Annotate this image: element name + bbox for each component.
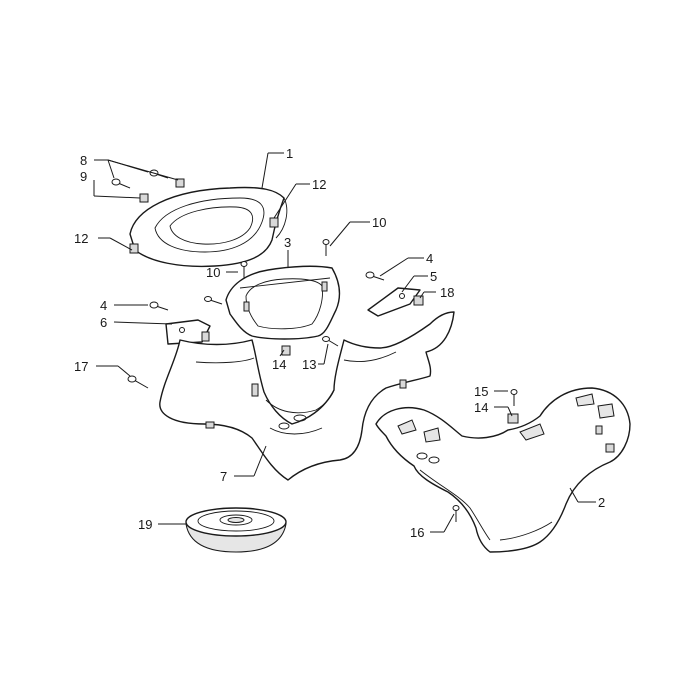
screw-15 [510, 389, 518, 406]
cover-vent-5 [519, 423, 545, 441]
part-3-headlight-frame [225, 265, 341, 340]
hardware-screws [111, 169, 519, 522]
screw-8-lower [111, 178, 131, 189]
callout-5: 5 [430, 269, 437, 284]
callout-10-lower: 10 [206, 265, 220, 280]
callout-19: 19 [138, 517, 152, 532]
clip-12-left [129, 243, 139, 254]
callout-9: 9 [80, 169, 87, 184]
clip-14-left [281, 345, 291, 356]
cover-vent-2 [423, 427, 441, 443]
callout-15: 15 [474, 384, 488, 399]
clip-14-right [507, 413, 519, 424]
callout-4-left: 4 [100, 298, 107, 313]
callout-8: 8 [80, 153, 87, 168]
clip-8 [175, 178, 185, 188]
screw-16 [452, 505, 460, 522]
leader-lines [93, 152, 596, 533]
screw-10-upper [322, 239, 330, 256]
cover-vent-1 [397, 419, 417, 435]
callout-14-left: 14 [272, 357, 286, 372]
cover-vent-3 [575, 393, 595, 407]
callout-17: 17 [74, 359, 88, 374]
callout-4-right: 4 [426, 251, 433, 266]
clip-9 [139, 193, 149, 203]
callout-13: 13 [302, 357, 316, 372]
clip-6 [201, 331, 210, 342]
frame-slot-left [243, 301, 250, 312]
callout-3: 3 [284, 235, 291, 250]
screw-17 [127, 375, 149, 389]
clip-12-right [269, 217, 279, 228]
screw-4-right [365, 271, 385, 281]
part-5-plate [367, 287, 421, 317]
callout-18: 18 [440, 285, 454, 300]
part-19-round-cap [185, 507, 287, 553]
callout-7: 7 [220, 469, 227, 484]
callout-10-upper: 10 [372, 215, 386, 230]
frame-slot-right [321, 281, 328, 292]
callout-2: 2 [598, 495, 605, 510]
part-7-front-handlebar-cover [159, 311, 455, 481]
screw-frame-left [204, 296, 223, 305]
callout-16: 16 [410, 525, 424, 540]
cover-vent-4 [597, 403, 615, 419]
part-1-instrument-cover [129, 186, 288, 268]
screw-13 [322, 336, 339, 347]
callout-12-right: 12 [312, 177, 326, 192]
callout-6: 6 [100, 315, 107, 330]
screw-10-lower [240, 261, 248, 278]
part-2-rear-handlebar-cover [375, 387, 631, 553]
callout-1: 1 [286, 146, 293, 161]
callout-14-right: 14 [474, 400, 488, 415]
callout-labels: 1 2 3 4 4 5 6 7 8 9 10 10 12 12 13 14 14… [74, 146, 605, 540]
callout-12-left: 12 [74, 231, 88, 246]
clip-18 [413, 295, 424, 306]
screw-4-left [149, 301, 169, 311]
